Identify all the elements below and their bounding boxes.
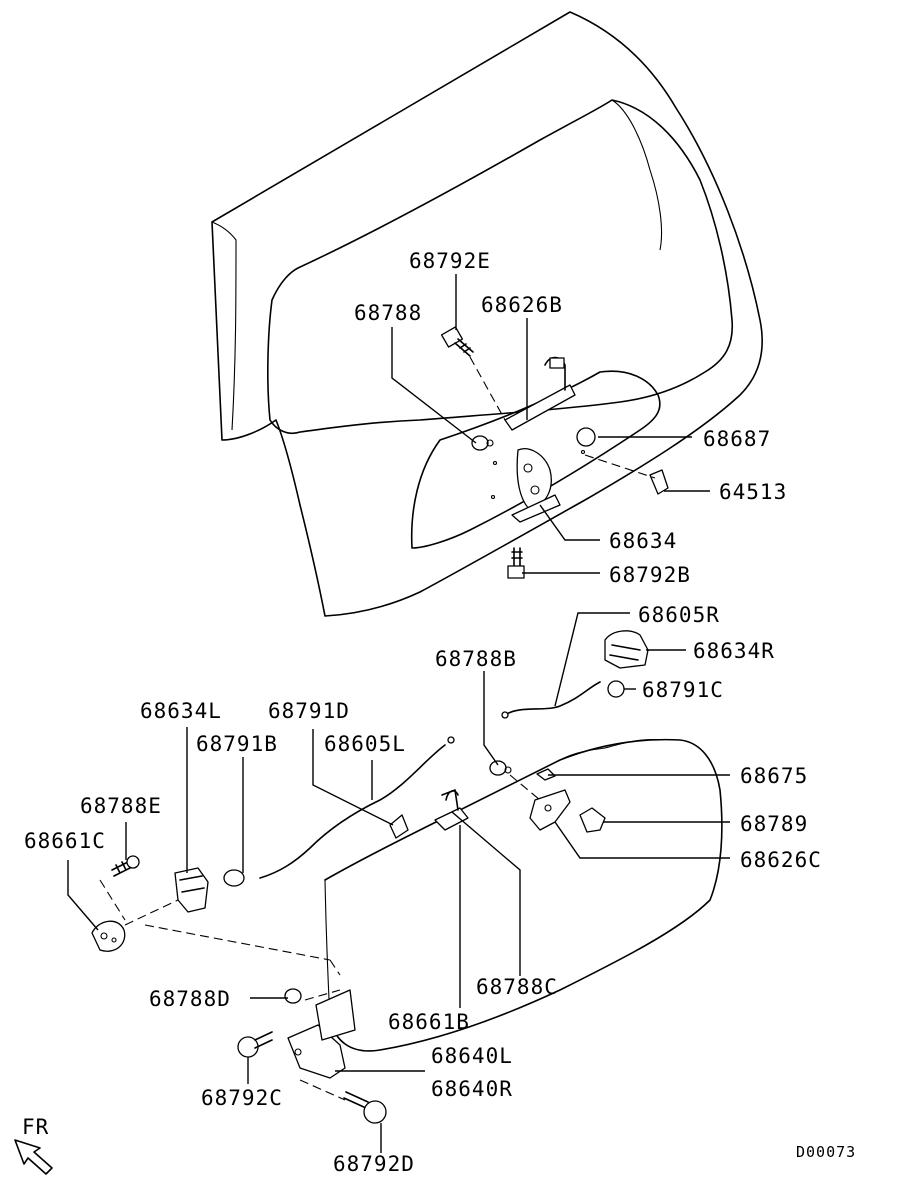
dashed-connectors — [99, 356, 656, 1101]
part-clip-64513 — [649, 469, 669, 495]
label-68792B: 68792B — [609, 563, 691, 587]
part-cable-68605L — [259, 736, 455, 879]
part-latch-handle-68626B — [504, 356, 576, 431]
front-direction-arrow: FR — [14, 1115, 53, 1175]
label-68792C: 68792C — [201, 1086, 283, 1110]
part-bolt-68788D — [284, 988, 302, 1004]
label-68640L: 68640L — [431, 1044, 513, 1068]
part-latch-68634L — [174, 867, 209, 913]
part-clip-68675 — [536, 768, 556, 781]
label-68789: 68789 — [740, 812, 808, 836]
label-68605R: 68605R — [638, 603, 720, 627]
label-68661C: 68661C — [24, 829, 106, 853]
part-bolt-68792E — [440, 326, 474, 357]
label-68661B: 68661B — [388, 1010, 470, 1034]
part-striker-68661B — [434, 789, 469, 831]
label-68675: 68675 — [740, 764, 808, 788]
part-clip-68791C — [607, 680, 625, 698]
label-68788E: 68788E — [80, 794, 162, 818]
part-grommet-68788B — [489, 760, 512, 776]
label-68792E: 68792E — [409, 249, 491, 273]
label-68634R: 68634R — [693, 639, 775, 663]
part-bolt-68792B — [507, 547, 525, 579]
label-68788B: 68788B — [435, 647, 517, 671]
part-cable-68605R — [501, 681, 601, 719]
part-bumper-68789 — [579, 807, 606, 833]
leader-lines — [67, 274, 730, 1153]
label-68788C: 68788C — [476, 975, 558, 999]
part-bolt-68792D — [343, 1091, 387, 1124]
part-labels: 68792E 68788 68626B 68687 64513 68634 68… — [24, 249, 822, 1176]
label-64513: 64513 — [719, 480, 787, 504]
label-68605L: 68605L — [324, 732, 406, 756]
label-68634L: 68634L — [140, 699, 222, 723]
part-hinge-68640 — [287, 989, 356, 1079]
label-68792D: 68792D — [333, 1152, 415, 1176]
label-68788D: 68788D — [149, 987, 231, 1011]
part-actuator-68634R — [604, 630, 649, 669]
label-68640R: 68640R — [431, 1077, 513, 1101]
part-clip-68791B — [223, 869, 245, 887]
label-68791D: 68791D — [268, 699, 350, 723]
label-68634: 68634 — [609, 529, 677, 553]
part-grommet-68788 — [471, 435, 494, 451]
label-68791C: 68791C — [642, 678, 724, 702]
arrow-icon — [14, 1139, 53, 1175]
fr-label: FR — [22, 1115, 49, 1139]
part-plug-68687 — [576, 427, 596, 447]
label-68791B: 68791B — [196, 732, 278, 756]
diagram-code: D00073 — [796, 1143, 856, 1161]
part-screw-68788E — [111, 855, 140, 877]
part-bolt-68792C — [237, 1031, 273, 1058]
part-bracket-68791D — [389, 814, 409, 839]
label-68788: 68788 — [354, 301, 422, 325]
label-68626B: 68626B — [481, 293, 563, 317]
label-68626C: 68626C — [740, 848, 822, 872]
tailgate-outline — [211, 11, 763, 617]
label-68687: 68687 — [703, 427, 771, 451]
part-striker-68661C — [91, 920, 126, 952]
part-latch-68634 — [511, 448, 561, 523]
